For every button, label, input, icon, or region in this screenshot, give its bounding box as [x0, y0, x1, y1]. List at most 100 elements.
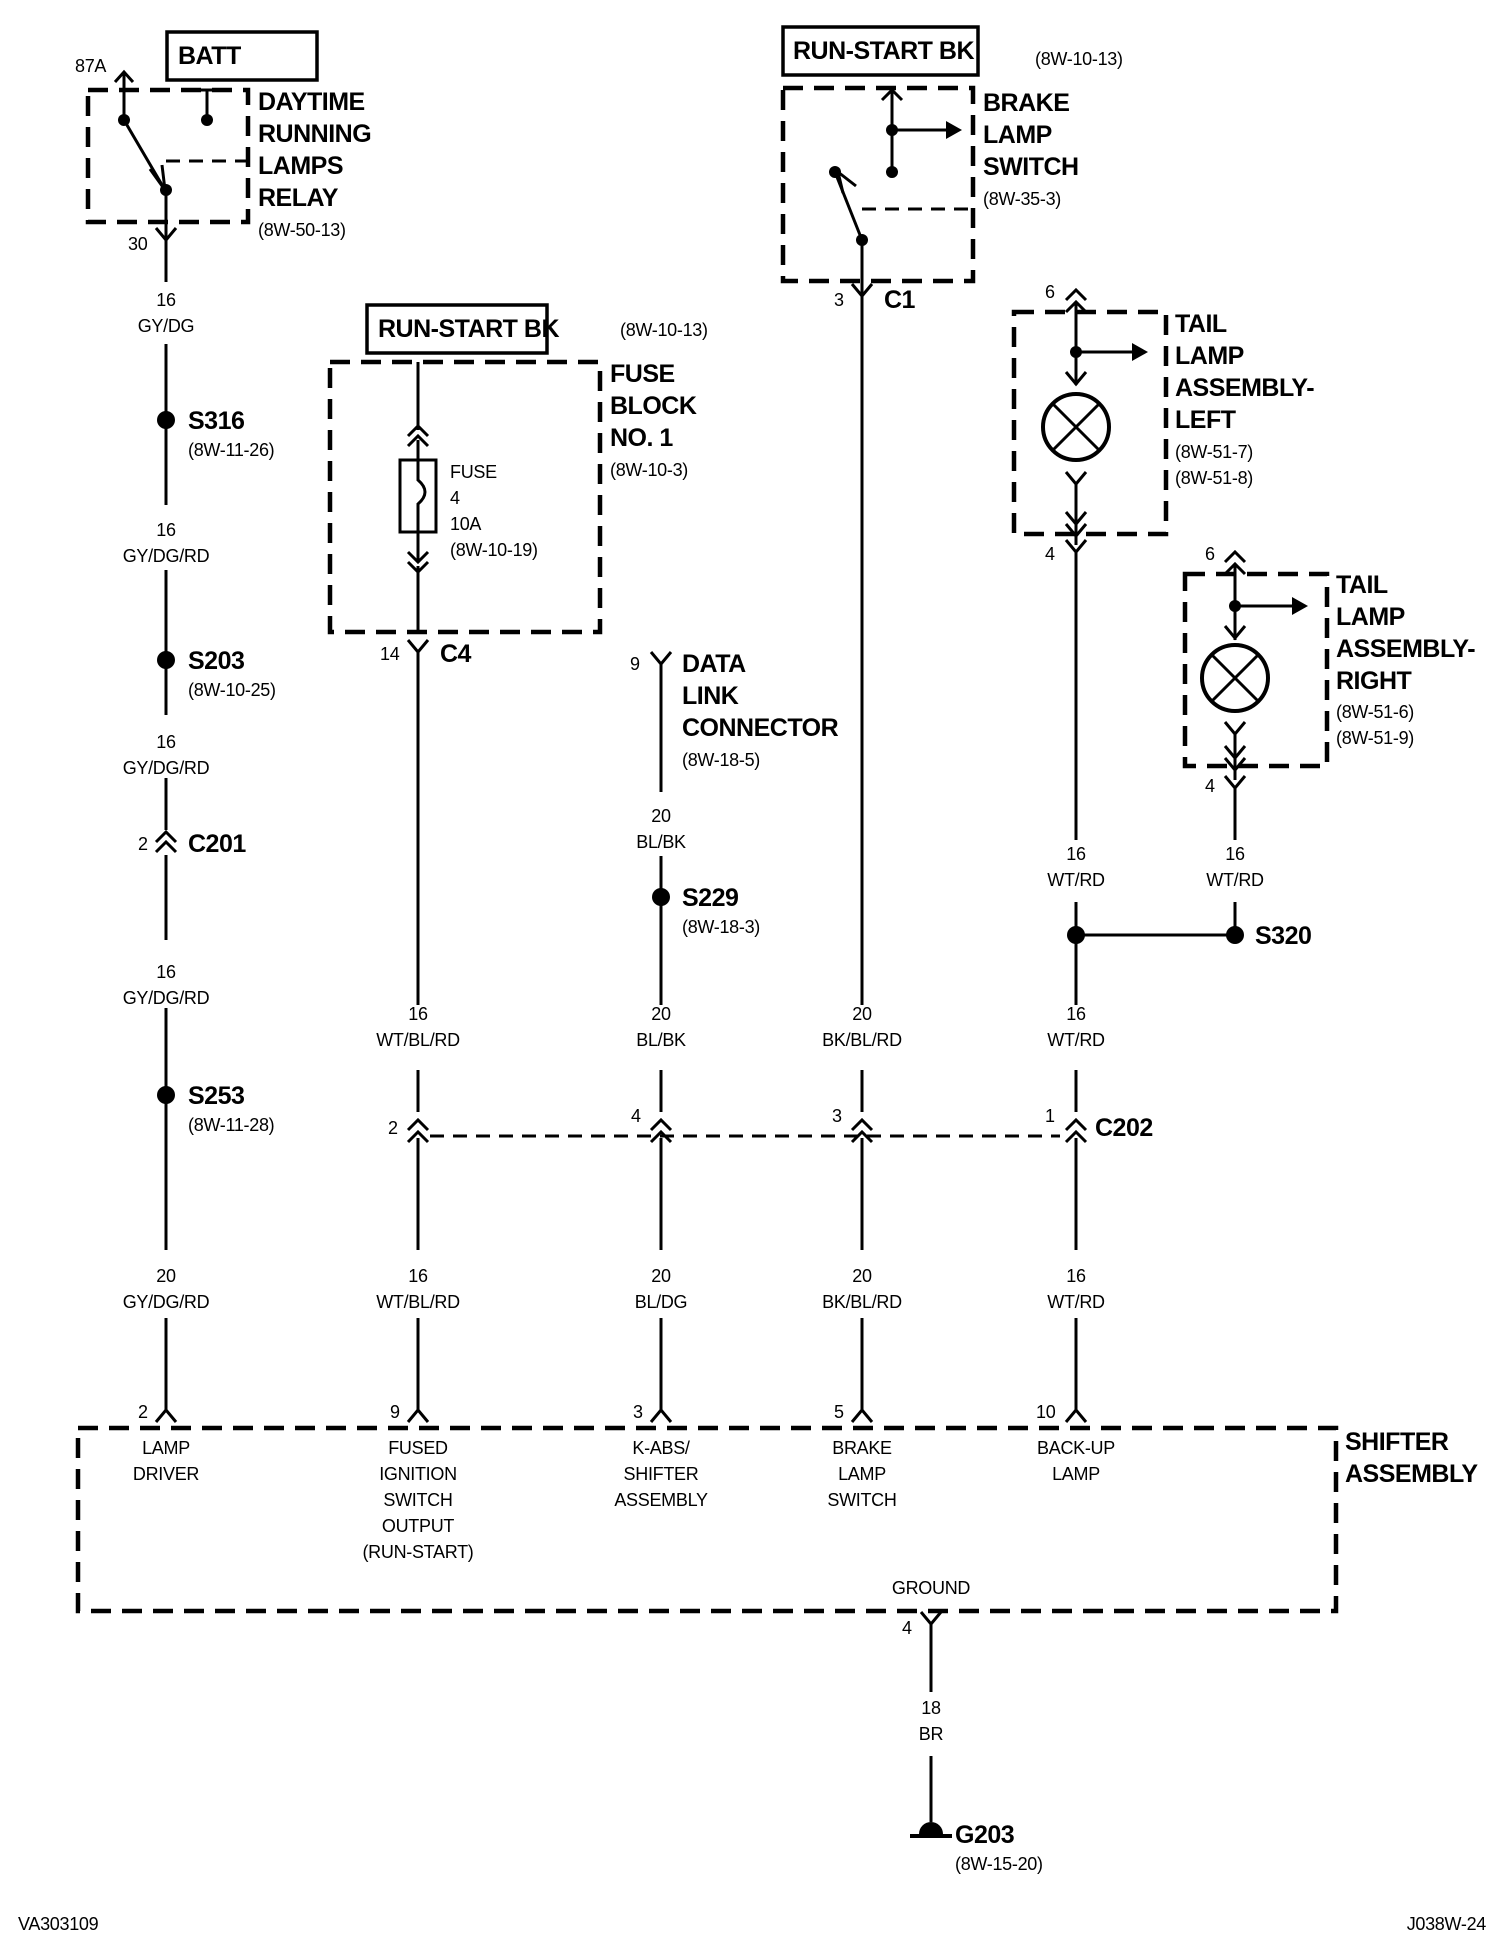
wire-gauge: 16: [1066, 844, 1086, 864]
shifter-pin-label: SWITCH: [383, 1490, 452, 1510]
drl-relay-ref: (8W-50-13): [258, 220, 346, 240]
connector-c202-pin-symbol: [850, 1117, 874, 1144]
shifter-pin-label: IGNITION: [379, 1464, 457, 1484]
wire-color: WT/RD: [1047, 1292, 1105, 1312]
brake-lamp-switch-connector: C1: [884, 286, 916, 314]
splice-s229: [652, 888, 670, 906]
footer-right-code: J038W-24: [1407, 1914, 1487, 1934]
tail-lamp-right-name-2: LAMP: [1336, 603, 1405, 631]
fuse-label-4: (8W-10-19): [450, 540, 538, 560]
connector-c202-pin-3: 3: [832, 1106, 842, 1126]
run-start-brake-ref: (8W-10-13): [1035, 49, 1123, 69]
wire-gauge: 18: [921, 1698, 941, 1718]
tail-lamp-right-name-1: TAIL: [1336, 571, 1388, 599]
lamp-driver-circuit: 16 GY/DG S316 (8W-11-26) 16 GY/DG/RD S20…: [123, 240, 276, 1423]
splice-s229-ref: (8W-18-3): [682, 917, 760, 937]
wire-color: WT/RD: [1047, 870, 1105, 890]
wire-gauge: 20: [852, 1266, 872, 1286]
shifter-pin: 10: [1036, 1402, 1056, 1422]
brake-lamp-switch-name-3: SWITCH: [983, 153, 1079, 181]
backup-lamp-circuit: 16 WT/RD 16 WT/RD 16 WT/RD: [1047, 552, 1235, 1423]
splice-s203-ref: (8W-10-25): [188, 680, 276, 700]
wire-gauge: 20: [651, 1004, 671, 1024]
brake-lamp-switch-ref: (8W-35-3): [983, 189, 1061, 209]
shifter-assembly: SHIFTER ASSEMBLY 2 LAMP DRIVER 9 FUSED I…: [75, 1402, 1479, 1638]
wire-color: GY/DG/RD: [123, 988, 210, 1008]
splice-s253: [157, 1086, 175, 1104]
shifter-pin: 3: [633, 1402, 643, 1422]
splice-s253-ref: (8W-11-28): [188, 1115, 274, 1135]
connector-c202-pin-symbol: [649, 1117, 673, 1144]
wire-color: WT/BL/RD: [376, 1292, 460, 1312]
shifter-assembly-name-1: SHIFTER: [1345, 1428, 1449, 1456]
shifter-pin-label: DRIVER: [133, 1464, 200, 1484]
shifter-assembly-name-2: ASSEMBLY: [1345, 1460, 1478, 1488]
shifter-pin-label: OUTPUT: [382, 1516, 455, 1536]
drl-relay-name-2: RUNNING: [258, 120, 371, 148]
tail-lamp-left-name-4: LEFT: [1175, 406, 1236, 434]
shifter-pin-label: LAMP: [838, 1464, 886, 1484]
right-tail-circuit: 16 WT/RD S320: [1206, 788, 1312, 950]
shifter-pin-label: LAMP: [1052, 1464, 1100, 1484]
run-start-label: RUN-START BK: [378, 315, 559, 343]
fuse-block-name-2: BLOCK: [610, 392, 697, 420]
run-start-brake-label: RUN-START BK: [793, 37, 974, 65]
drl-relay-box: [85, 87, 251, 225]
run-start-brake-source-box: [781, 25, 980, 77]
wire-gauge: 16: [1225, 844, 1245, 864]
dlc-name-1: DATA: [682, 650, 746, 678]
splice-s320-id: S320: [1255, 922, 1311, 950]
wire-gauge: 16: [408, 1004, 428, 1024]
tail-lamp-left-ref-1: (8W-51-7): [1175, 442, 1253, 462]
fuse-block-name-3: NO. 1: [610, 424, 673, 452]
wire-color: GY/DG/RD: [123, 758, 210, 778]
tail-lamp-right-name-3: ASSEMBLY-: [1336, 635, 1475, 663]
shifter-pin-label: K-ABS/: [632, 1438, 690, 1458]
brake-lamp-switch-pin: 3: [834, 290, 844, 310]
wire-gauge: 16: [156, 520, 176, 540]
brake-lamp-switch: RUN-START BK (8W-10-13) BRAKE LAMP SWITC…: [780, 25, 1123, 314]
fuse-block-pin: 14: [380, 644, 400, 664]
wire-color: BL/BK: [636, 1030, 686, 1050]
connector-c202-pin-symbol: [406, 1117, 430, 1144]
drl-relay-name-1: DAYTIME: [258, 88, 365, 116]
fuse-label-3: 10A: [450, 514, 481, 534]
drl-relay-pin-87a: 87A: [75, 56, 106, 76]
tail-lamp-right-pin-top: 6: [1205, 544, 1215, 564]
wire-color: BK/BL/RD: [822, 1292, 902, 1312]
tail-lamp-left: 6 4 TAIL LAMP ASSEMBLY- LEFT (8W-51-7) (…: [1011, 282, 1315, 564]
tail-lamp-left-name-1: TAIL: [1175, 310, 1227, 338]
wire-color: GY/DG: [138, 316, 195, 336]
splice-s316: [157, 411, 175, 429]
wire-gauge: 16: [1066, 1266, 1086, 1286]
wire-color: GY/DG/RD: [123, 546, 210, 566]
brake-lamp-switch-name-1: BRAKE: [983, 89, 1069, 117]
shifter-pin-label: BACK-UP: [1037, 1438, 1115, 1458]
shifter-pin-label: ASSEMBLY: [614, 1490, 708, 1510]
shifter-pin-label: LAMP: [142, 1438, 190, 1458]
wire-gauge: 16: [408, 1266, 428, 1286]
tail-lamp-left-pin-top: 6: [1045, 282, 1055, 302]
ground-icon: [919, 1822, 943, 1834]
shifter-pin-label: FUSED: [388, 1438, 448, 1458]
fuse-block-name-1: FUSE: [610, 360, 675, 388]
shifter-pin-label: (RUN-START): [362, 1542, 473, 1562]
drl-relay-name-3: LAMPS: [258, 152, 343, 180]
wire-color: WT/RD: [1047, 1030, 1105, 1050]
splice-s316-ref: (8W-11-26): [188, 440, 274, 460]
ignition-output-circuit: 16 WT/BL/RD 16 WT/BL/RD: [376, 650, 460, 1423]
wire-gauge: 20: [651, 806, 671, 826]
wire-gauge: 16: [156, 732, 176, 752]
splice-s320: [1226, 926, 1244, 944]
brake-lamp-switch-name-2: LAMP: [983, 121, 1052, 149]
connector-c202-id: C202: [1095, 1114, 1153, 1142]
connector-c202-pin-2: 4: [631, 1106, 641, 1126]
wire-color: BL/DG: [635, 1292, 688, 1312]
connector-c201-pin: 2: [138, 834, 148, 854]
splice-s203-id: S203: [188, 647, 244, 675]
wire-gauge: 16: [156, 962, 176, 982]
fuse-block-ref: (8W-10-3): [610, 460, 688, 480]
shifter-pin: 5: [834, 1402, 844, 1422]
drl-relay-pin-30: 30: [128, 234, 148, 254]
